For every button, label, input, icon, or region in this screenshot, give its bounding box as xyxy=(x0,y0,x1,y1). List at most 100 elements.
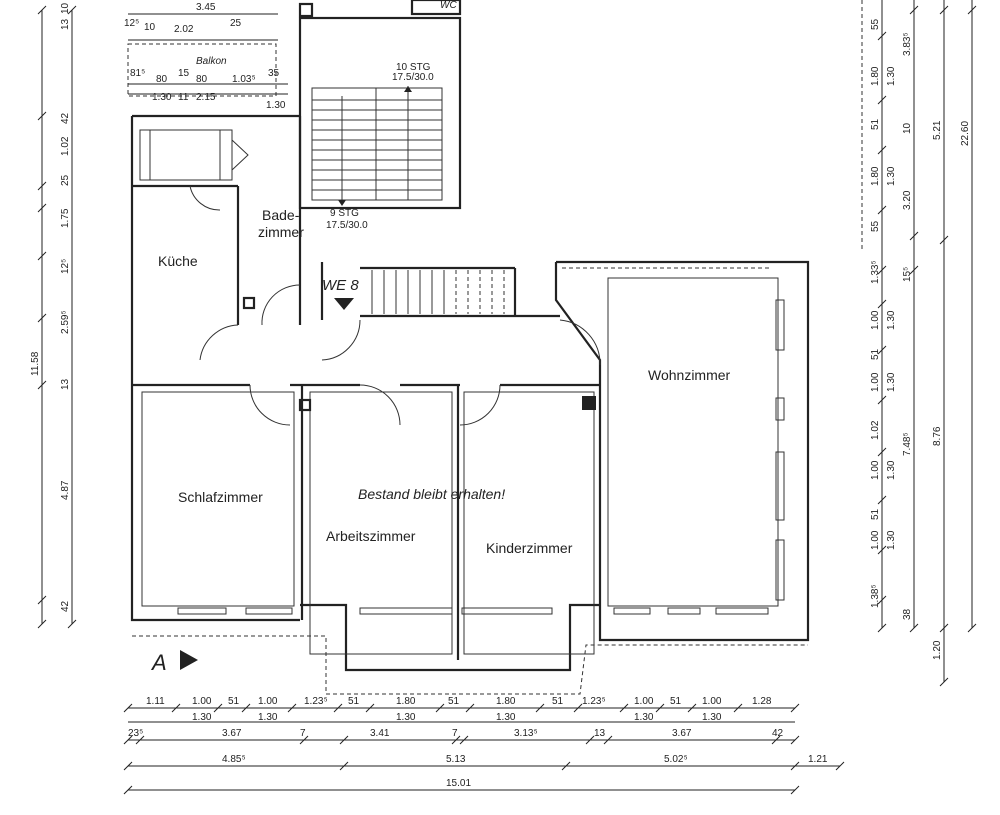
dim-tick xyxy=(877,623,887,633)
dim-tick xyxy=(877,31,887,41)
dim-tick xyxy=(967,5,977,15)
dim-tick xyxy=(465,703,475,713)
top-dim-g: 15 xyxy=(178,68,190,79)
bottom-dim-r1b: 1.30 xyxy=(496,712,516,723)
right-dim-c2: 1.30 xyxy=(886,460,897,480)
bottom-dim-r2: 3.67 xyxy=(672,728,692,739)
room-kinderzimmer: Kinderzimmer xyxy=(486,540,573,556)
dim-tick xyxy=(37,251,47,261)
dim-tick xyxy=(909,231,919,241)
dim-tick xyxy=(37,619,47,629)
bottom-dim-r2: 23⁵ xyxy=(128,728,143,739)
dim-tick xyxy=(877,545,887,555)
top-dim-b: 10 xyxy=(144,22,156,33)
dim-tick xyxy=(123,785,133,795)
dim-tick xyxy=(603,735,613,745)
bottom-dim-r1: 51 xyxy=(670,696,682,707)
dim-tick xyxy=(333,703,343,713)
bottom-dim-r1: 1.28 xyxy=(752,696,772,707)
bottom-dim-r2: 7 xyxy=(452,728,458,739)
dim-tick xyxy=(287,703,297,713)
top-dim-a: 12⁵ xyxy=(124,18,139,29)
section-arrow-icon xyxy=(180,650,198,670)
dim-tick xyxy=(459,735,469,745)
balcony: Balkon xyxy=(127,43,277,97)
dim-tick xyxy=(790,703,800,713)
right-dim-c1: 51 xyxy=(870,508,881,520)
dim-tick xyxy=(365,703,375,713)
bottom-dim-r1: 1.00 xyxy=(634,696,654,707)
bottom-dim-r2: 3.13⁵ xyxy=(514,728,538,739)
dim-tick xyxy=(733,703,743,713)
right-dim-c1: 1.02 xyxy=(870,420,881,440)
dim-tick xyxy=(299,735,309,745)
dim-tick xyxy=(135,735,145,745)
dim-tick xyxy=(877,595,887,605)
dim-tick xyxy=(37,111,47,121)
bottom-dim-r1: 51 xyxy=(448,696,460,707)
dim-tick xyxy=(123,735,133,745)
room-bade-line1: Bade- xyxy=(262,207,300,223)
bottom-dim-r1: 1.00 xyxy=(192,696,212,707)
right-dim-c1: 1.00 xyxy=(870,372,881,392)
room-arbeitszimmer: Arbeitszimmer xyxy=(326,528,416,544)
left-dim: 25 xyxy=(60,174,71,186)
bottom-dim-r1: 1.23⁵ xyxy=(582,696,606,707)
dim-tick xyxy=(123,761,133,771)
top-dim-total: 3.45 xyxy=(196,2,216,13)
dim-tick xyxy=(835,761,845,771)
dim-tick xyxy=(790,785,800,795)
right-dim-c1: 55 xyxy=(870,220,881,232)
dim-tick xyxy=(909,623,919,633)
dim-tick xyxy=(939,235,949,245)
bottom-dim-r2: 3.41 xyxy=(370,728,390,739)
dim-tick xyxy=(241,703,251,713)
bottom-dim-r2: 3.67 xyxy=(222,728,242,739)
top-dim-h: 80 xyxy=(196,74,208,85)
dim-tick xyxy=(67,619,77,629)
dim-tick xyxy=(37,203,47,213)
bottom-dim-r1b: 1.30 xyxy=(192,712,212,723)
wc-label: WC xyxy=(440,0,457,11)
right-dim-c1: 1.00 xyxy=(870,460,881,480)
dim-tick xyxy=(877,495,887,505)
top-dim-j: 35 xyxy=(268,68,280,79)
bottom-dim-r1: 51 xyxy=(552,696,564,707)
top-dim-m: 2.15 xyxy=(196,92,216,103)
dim-tick xyxy=(655,703,665,713)
dim-tick xyxy=(37,380,47,390)
dim-tick xyxy=(585,735,595,745)
bottom-dim-r1: 51 xyxy=(228,696,240,707)
dim-tick xyxy=(561,761,571,771)
right-dim-c1: 51 xyxy=(870,118,881,130)
left-dim: 42 xyxy=(60,600,71,612)
left-dim: 1.02 xyxy=(60,136,71,156)
right-dim-c1: 1.00 xyxy=(870,310,881,330)
dim-tick xyxy=(37,595,47,605)
window xyxy=(613,607,651,615)
left-dim: 42 xyxy=(60,112,71,124)
dim-tick xyxy=(877,447,887,457)
bottom-dim-r1: 1.80 xyxy=(396,696,416,707)
right-dim-c4: 1.20 xyxy=(932,640,943,660)
window xyxy=(775,299,785,351)
room-schlafzimmer: Schlafzimmer xyxy=(178,489,263,505)
window xyxy=(359,607,453,615)
dim-tick xyxy=(877,299,887,309)
dim-tick xyxy=(877,95,887,105)
bottom-dim-r3: 5.02⁵ xyxy=(664,754,688,765)
dim-tick xyxy=(573,703,583,713)
right-dim-c3: 38 xyxy=(902,608,913,620)
unit-marker-icon xyxy=(334,298,354,310)
left-dim: 10 xyxy=(60,2,71,14)
right-dim-c1: 1.38⁵ xyxy=(870,584,881,608)
bottom-dim-r3: 4.85⁵ xyxy=(222,754,246,765)
top-dim-k: 1.30 xyxy=(152,92,172,103)
dim-tick xyxy=(790,735,800,745)
dim-tick xyxy=(939,5,949,15)
apartment-walls xyxy=(130,114,810,695)
top-dim-i: 1.03⁵ xyxy=(232,74,256,85)
right-dim-c2: 1.30 xyxy=(886,310,897,330)
left-dim: 13 xyxy=(60,378,71,390)
